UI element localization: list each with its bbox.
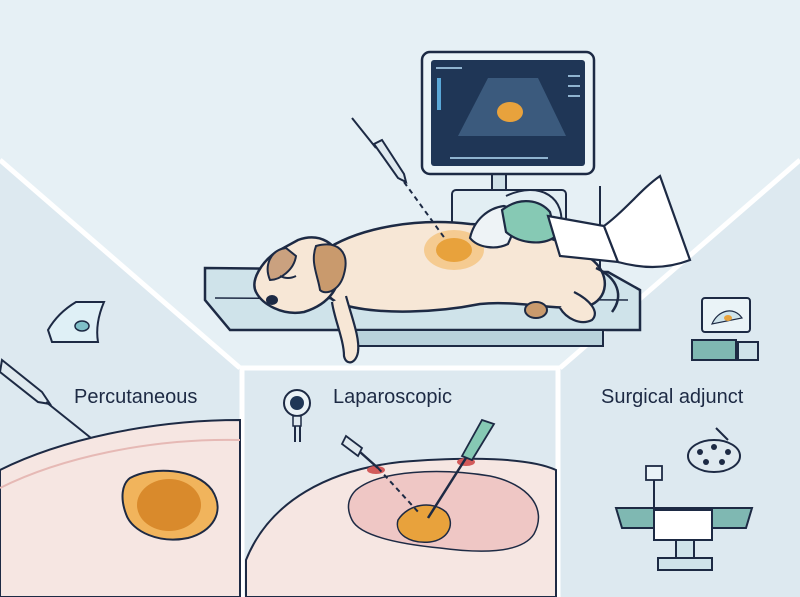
laparoscopic-lesion xyxy=(396,504,451,543)
ultrasound-icon xyxy=(46,301,106,343)
gloved-hand-probe xyxy=(468,174,692,269)
ablation-probe-instrument xyxy=(426,418,496,519)
dog-nose xyxy=(266,295,278,305)
iv-pole xyxy=(645,465,663,508)
dog-hind-leg xyxy=(559,291,596,324)
laparoscopic-panel xyxy=(245,389,557,597)
surgical-adjunct-label: Surgical adjunct xyxy=(601,386,744,408)
percutaneous-needle-top xyxy=(351,117,447,241)
laparoscopic-label: Laparoscopic xyxy=(333,386,452,408)
dog-tail xyxy=(595,266,620,313)
dog-ear xyxy=(312,243,347,294)
operating-table xyxy=(614,507,754,571)
percutaneous-label: Percutaneous xyxy=(74,386,198,408)
surgical-light-icon xyxy=(687,427,741,473)
lesion-on-screen xyxy=(497,102,523,122)
dog xyxy=(253,220,620,364)
monitor-icon xyxy=(691,297,759,361)
surgical-panel xyxy=(614,297,759,571)
laparoscope-icon xyxy=(283,389,311,442)
laparoscope-instrument xyxy=(340,434,421,515)
lesion-target xyxy=(436,238,472,262)
dog-front-leg xyxy=(330,295,360,364)
percutaneous-panel xyxy=(0,301,241,597)
